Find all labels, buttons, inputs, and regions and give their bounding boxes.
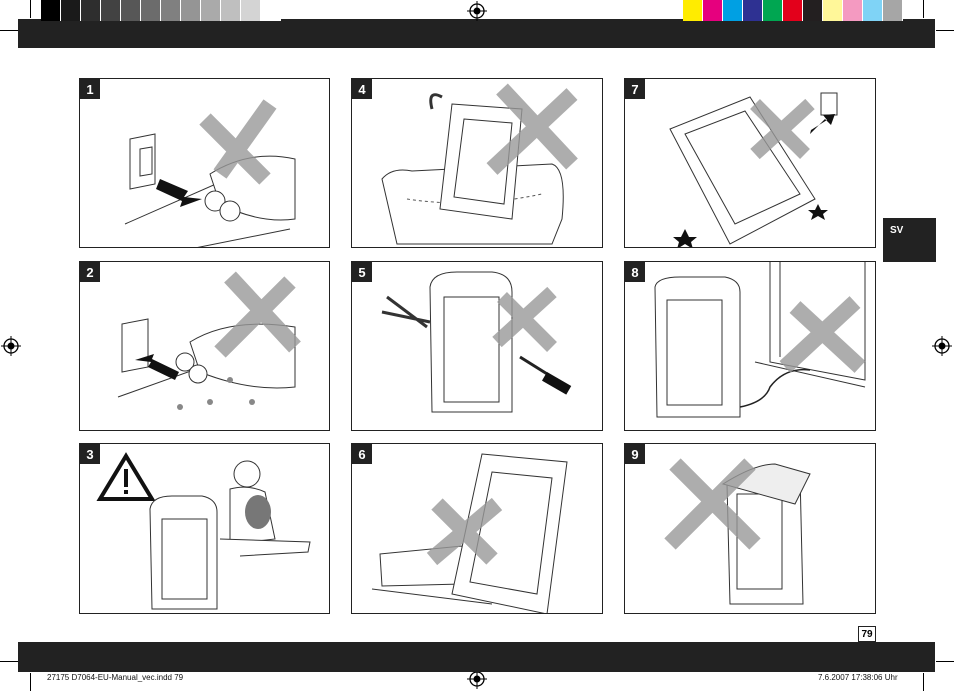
panel-9: 9 — [624, 443, 876, 614]
panel-6: 6 — [351, 443, 603, 614]
color-swatch — [61, 0, 81, 21]
panel-3: 3 — [79, 443, 330, 614]
crop-mark — [936, 661, 954, 662]
language-tab: SV — [883, 218, 936, 262]
crop-mark — [923, 673, 924, 691]
registration-mark-icon — [1, 336, 21, 356]
color-swatch — [783, 0, 803, 21]
cord-under-door-illustration — [654, 262, 866, 418]
color-swatch — [241, 0, 261, 21]
color-swatch — [221, 0, 241, 21]
bottom-bar — [18, 642, 935, 672]
step-number: 6 — [352, 444, 372, 464]
crop-mark — [923, 0, 924, 18]
grayscale-strip — [41, 0, 281, 21]
immersion-illustration — [381, 83, 578, 245]
panel-8: 8 — [624, 261, 876, 431]
step-number: 2 — [80, 262, 100, 282]
panel-1: 1 — [79, 78, 330, 248]
panel-7: 7 — [624, 78, 876, 248]
stable-surface-illustration — [371, 453, 568, 613]
color-strip — [683, 0, 903, 21]
color-swatch — [743, 0, 763, 21]
footer-timestamp: 7.6.2007 17:38:06 Uhr — [818, 673, 898, 682]
no-disassembly-illustration — [381, 271, 572, 413]
crop-mark — [30, 673, 31, 691]
color-swatch — [683, 0, 703, 21]
registration-mark-icon — [932, 336, 952, 356]
step-number: 8 — [625, 262, 645, 282]
color-swatch — [141, 0, 161, 21]
step-number: 5 — [352, 262, 372, 282]
color-swatch — [863, 0, 883, 21]
color-swatch — [883, 0, 903, 21]
color-swatch — [41, 0, 61, 21]
footer-filename: 27175 D7064-EU-Manual_vec.indd 79 — [47, 673, 184, 682]
step-number: 3 — [80, 444, 100, 464]
color-swatch — [823, 0, 843, 21]
wet-hands-illustration — [117, 271, 301, 410]
no-covering-illustration — [664, 458, 811, 605]
panel-5: 5 — [351, 261, 603, 431]
color-swatch — [763, 0, 783, 21]
registration-mark-icon — [467, 1, 487, 21]
color-swatch — [161, 0, 181, 21]
step-number: 9 — [625, 444, 645, 464]
color-swatch — [101, 0, 121, 21]
child-warning-illustration — [96, 452, 311, 610]
color-swatch — [181, 0, 201, 21]
color-swatch — [843, 0, 863, 21]
crop-mark — [0, 30, 18, 31]
color-swatch — [723, 0, 743, 21]
top-bar — [18, 19, 935, 48]
color-swatch — [261, 0, 281, 21]
step-number: 1 — [80, 79, 100, 99]
panel-4: 4 — [351, 78, 603, 248]
color-swatch — [703, 0, 723, 21]
unplug-wet-hand-illustration — [124, 99, 296, 247]
page-number: 79 — [858, 626, 876, 642]
color-swatch — [803, 0, 823, 21]
crop-mark — [0, 661, 18, 662]
registration-mark-icon — [467, 669, 487, 689]
crop-mark — [936, 30, 954, 31]
step-number: 4 — [352, 79, 372, 99]
color-swatch — [121, 0, 141, 21]
color-swatch — [81, 0, 101, 21]
crop-mark — [30, 0, 31, 18]
panel-2: 2 — [79, 261, 330, 431]
color-swatch — [201, 0, 221, 21]
tipped-over-illustration — [669, 92, 838, 247]
step-number: 7 — [625, 79, 645, 99]
